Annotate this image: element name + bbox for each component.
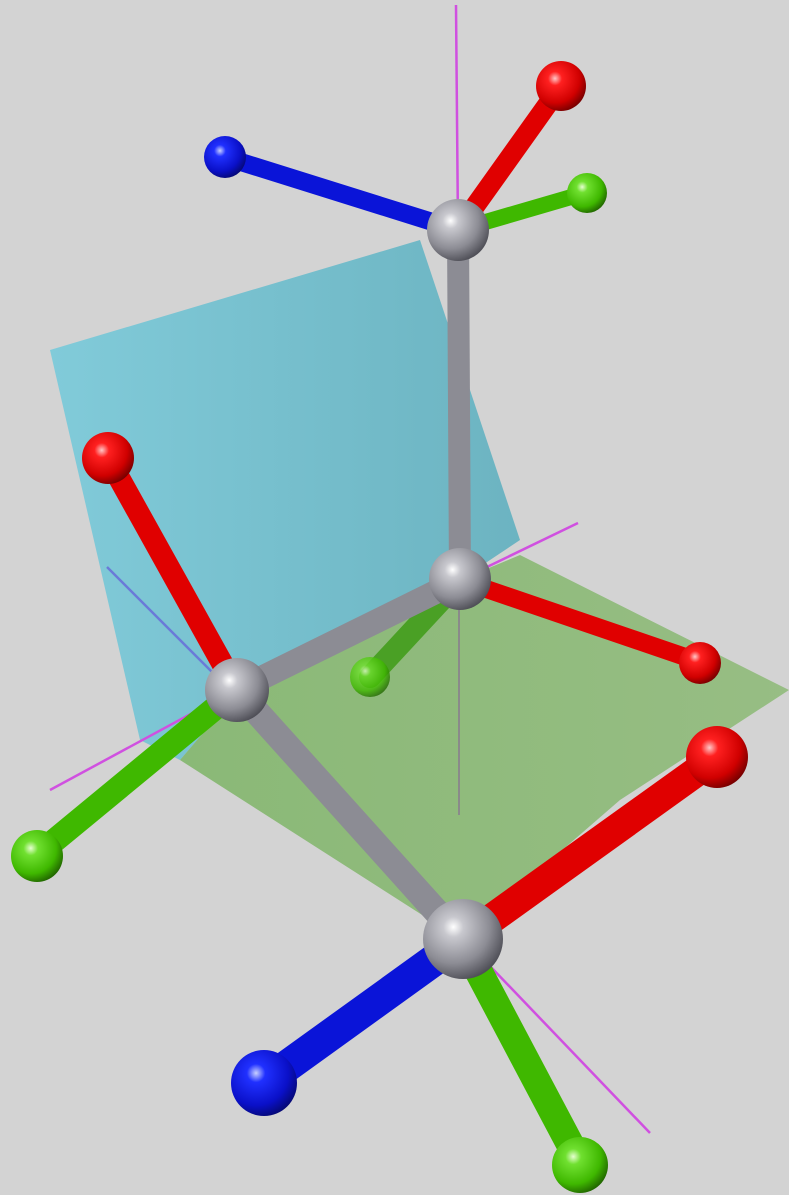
bond-bottom-red: [447, 742, 732, 955]
atom-blue-bottom: [231, 1050, 297, 1116]
atom-red-c3: [82, 432, 134, 484]
bond-top-blue: [216, 148, 467, 239]
bond-c2-red: [451, 571, 709, 671]
atom-green-back: [350, 657, 390, 697]
bond-c3-c4: [224, 677, 475, 953]
atom-red-top: [536, 61, 586, 111]
atom-carbon-1: [427, 199, 489, 261]
substituent-atoms: [11, 61, 748, 1193]
bond-c2-c3: [225, 568, 472, 702]
bond-bottom-green: [448, 926, 594, 1177]
atom-red-bottom: [686, 726, 748, 788]
bond-c1-c2: [447, 219, 471, 591]
atom-carbon-3: [205, 658, 269, 722]
axis-line-blue-left: [106, 566, 231, 691]
bonds-substituents: [25, 77, 732, 1177]
carbon-atoms: [205, 199, 503, 979]
blue-plane: [50, 240, 520, 760]
atom-carbon-2: [429, 548, 491, 610]
axis-line-top-magenta: [454, 4, 460, 231]
bond-c3-red: [97, 447, 248, 701]
bond-bottom-blue: [249, 924, 478, 1098]
atom-blue-top: [204, 136, 246, 178]
axis-line-magenta-bottom: [464, 939, 651, 1134]
atom-green-c3: [11, 830, 63, 882]
atom-green-bottom: [552, 1137, 608, 1193]
bond-c3-green: [25, 678, 249, 867]
atom-red-c2: [679, 642, 721, 684]
atom-green-top: [567, 173, 607, 213]
atom-carbon-4: [423, 899, 503, 979]
